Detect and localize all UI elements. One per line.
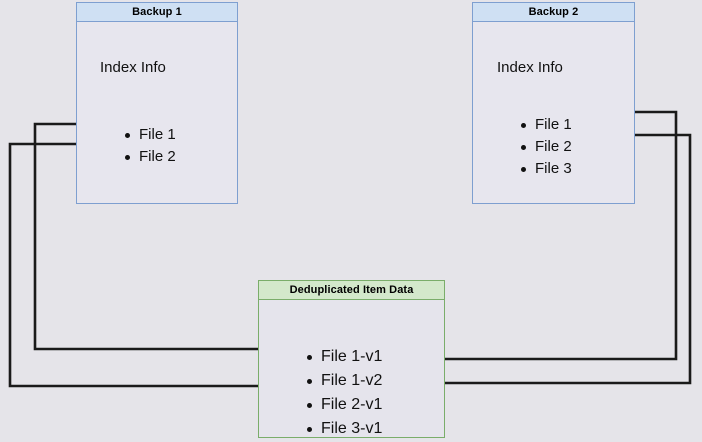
list-item: File 2-v1 <box>304 393 382 417</box>
backup2-box[interactable]: Backup 2 Index Info File 1 File 2 File 3 <box>472 2 635 204</box>
backup1-box[interactable]: Backup 1 Index Info File 1 File 2 <box>76 2 238 204</box>
list-item: File 3-v1 <box>304 417 382 441</box>
list-item: File 2 <box>122 146 176 168</box>
dedup-item-list: File 1-v1 File 1-v2 File 2-v1 File 3-v1 <box>304 345 382 441</box>
connector-backup2-file1 <box>396 110 678 363</box>
list-item: File 2 <box>518 136 572 158</box>
backup2-index-info-label: Index Info <box>497 59 563 76</box>
list-item: File 1 <box>122 124 176 146</box>
list-item: File 1 <box>518 114 572 136</box>
list-item: File 3 <box>518 158 572 180</box>
deduplicated-item-data-box[interactable]: Deduplicated Item Data File 1-v1 File 1-… <box>258 280 445 438</box>
connector-backup2-file2 <box>391 133 692 387</box>
backup2-file-list: File 1 File 2 File 3 <box>518 114 572 180</box>
backup1-title: Backup 1 <box>77 3 237 22</box>
dedup-body: File 1-v1 File 1-v2 File 2-v1 File 3-v1 <box>259 300 444 437</box>
list-item: File 1-v2 <box>304 369 382 393</box>
backup1-body: Index Info File 1 File 2 <box>77 22 237 203</box>
backup1-file-list: File 1 File 2 <box>122 124 176 168</box>
backup1-index-info-label: Index Info <box>100 59 166 76</box>
dedup-title: Deduplicated Item Data <box>259 281 444 300</box>
connector-backup1-file2 <box>8 142 301 390</box>
list-item: File 1-v1 <box>304 345 382 369</box>
backup2-title: Backup 2 <box>473 3 634 22</box>
backup2-body: Index Info File 1 File 2 File 3 <box>473 22 634 203</box>
